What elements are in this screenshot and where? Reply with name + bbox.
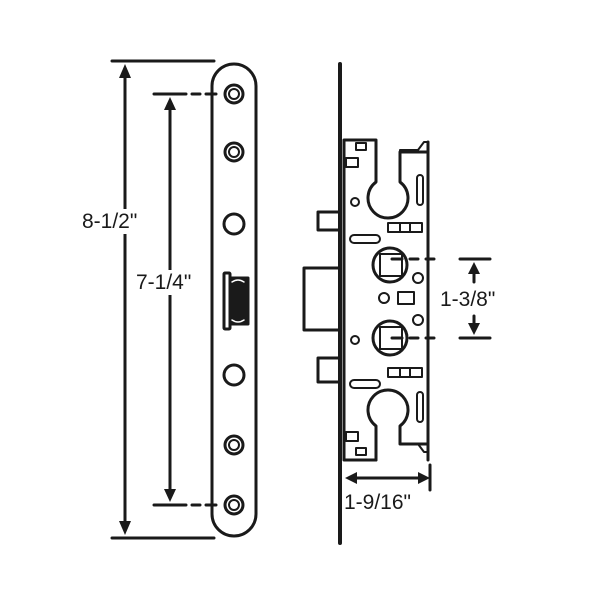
latch-icon xyxy=(222,271,250,331)
lock-body xyxy=(302,62,430,545)
arrow-down-icon xyxy=(119,521,131,535)
countersunk-hole-icon xyxy=(223,83,245,105)
arrow-down-icon xyxy=(468,323,480,335)
arrow-up-icon xyxy=(119,64,131,78)
overall-length-dimension xyxy=(110,59,216,540)
spindle-spacing-label: 1-3/8" xyxy=(440,287,496,312)
faceplate xyxy=(210,62,258,538)
arrow-up-icon xyxy=(164,97,176,110)
overall-length-label: 8-1/2" xyxy=(82,209,138,234)
countersunk-hole-icon xyxy=(223,141,245,163)
arrow-down-icon xyxy=(164,489,176,502)
arrow-right-icon xyxy=(418,472,430,484)
plain-hole-icon xyxy=(222,363,246,387)
arrow-up-icon xyxy=(468,262,480,274)
plain-hole-icon xyxy=(222,212,246,236)
arrow-left-icon xyxy=(345,472,357,484)
spindle-spacing-dimension xyxy=(390,257,492,340)
countersunk-hole-icon xyxy=(223,494,245,516)
backset-label: 1-9/16" xyxy=(344,490,411,515)
backset-dimension xyxy=(345,463,432,492)
countersunk-hole-icon xyxy=(223,434,245,456)
hole-spacing-label: 7-1/4" xyxy=(136,270,192,295)
hole-spacing-dimension xyxy=(152,92,218,507)
